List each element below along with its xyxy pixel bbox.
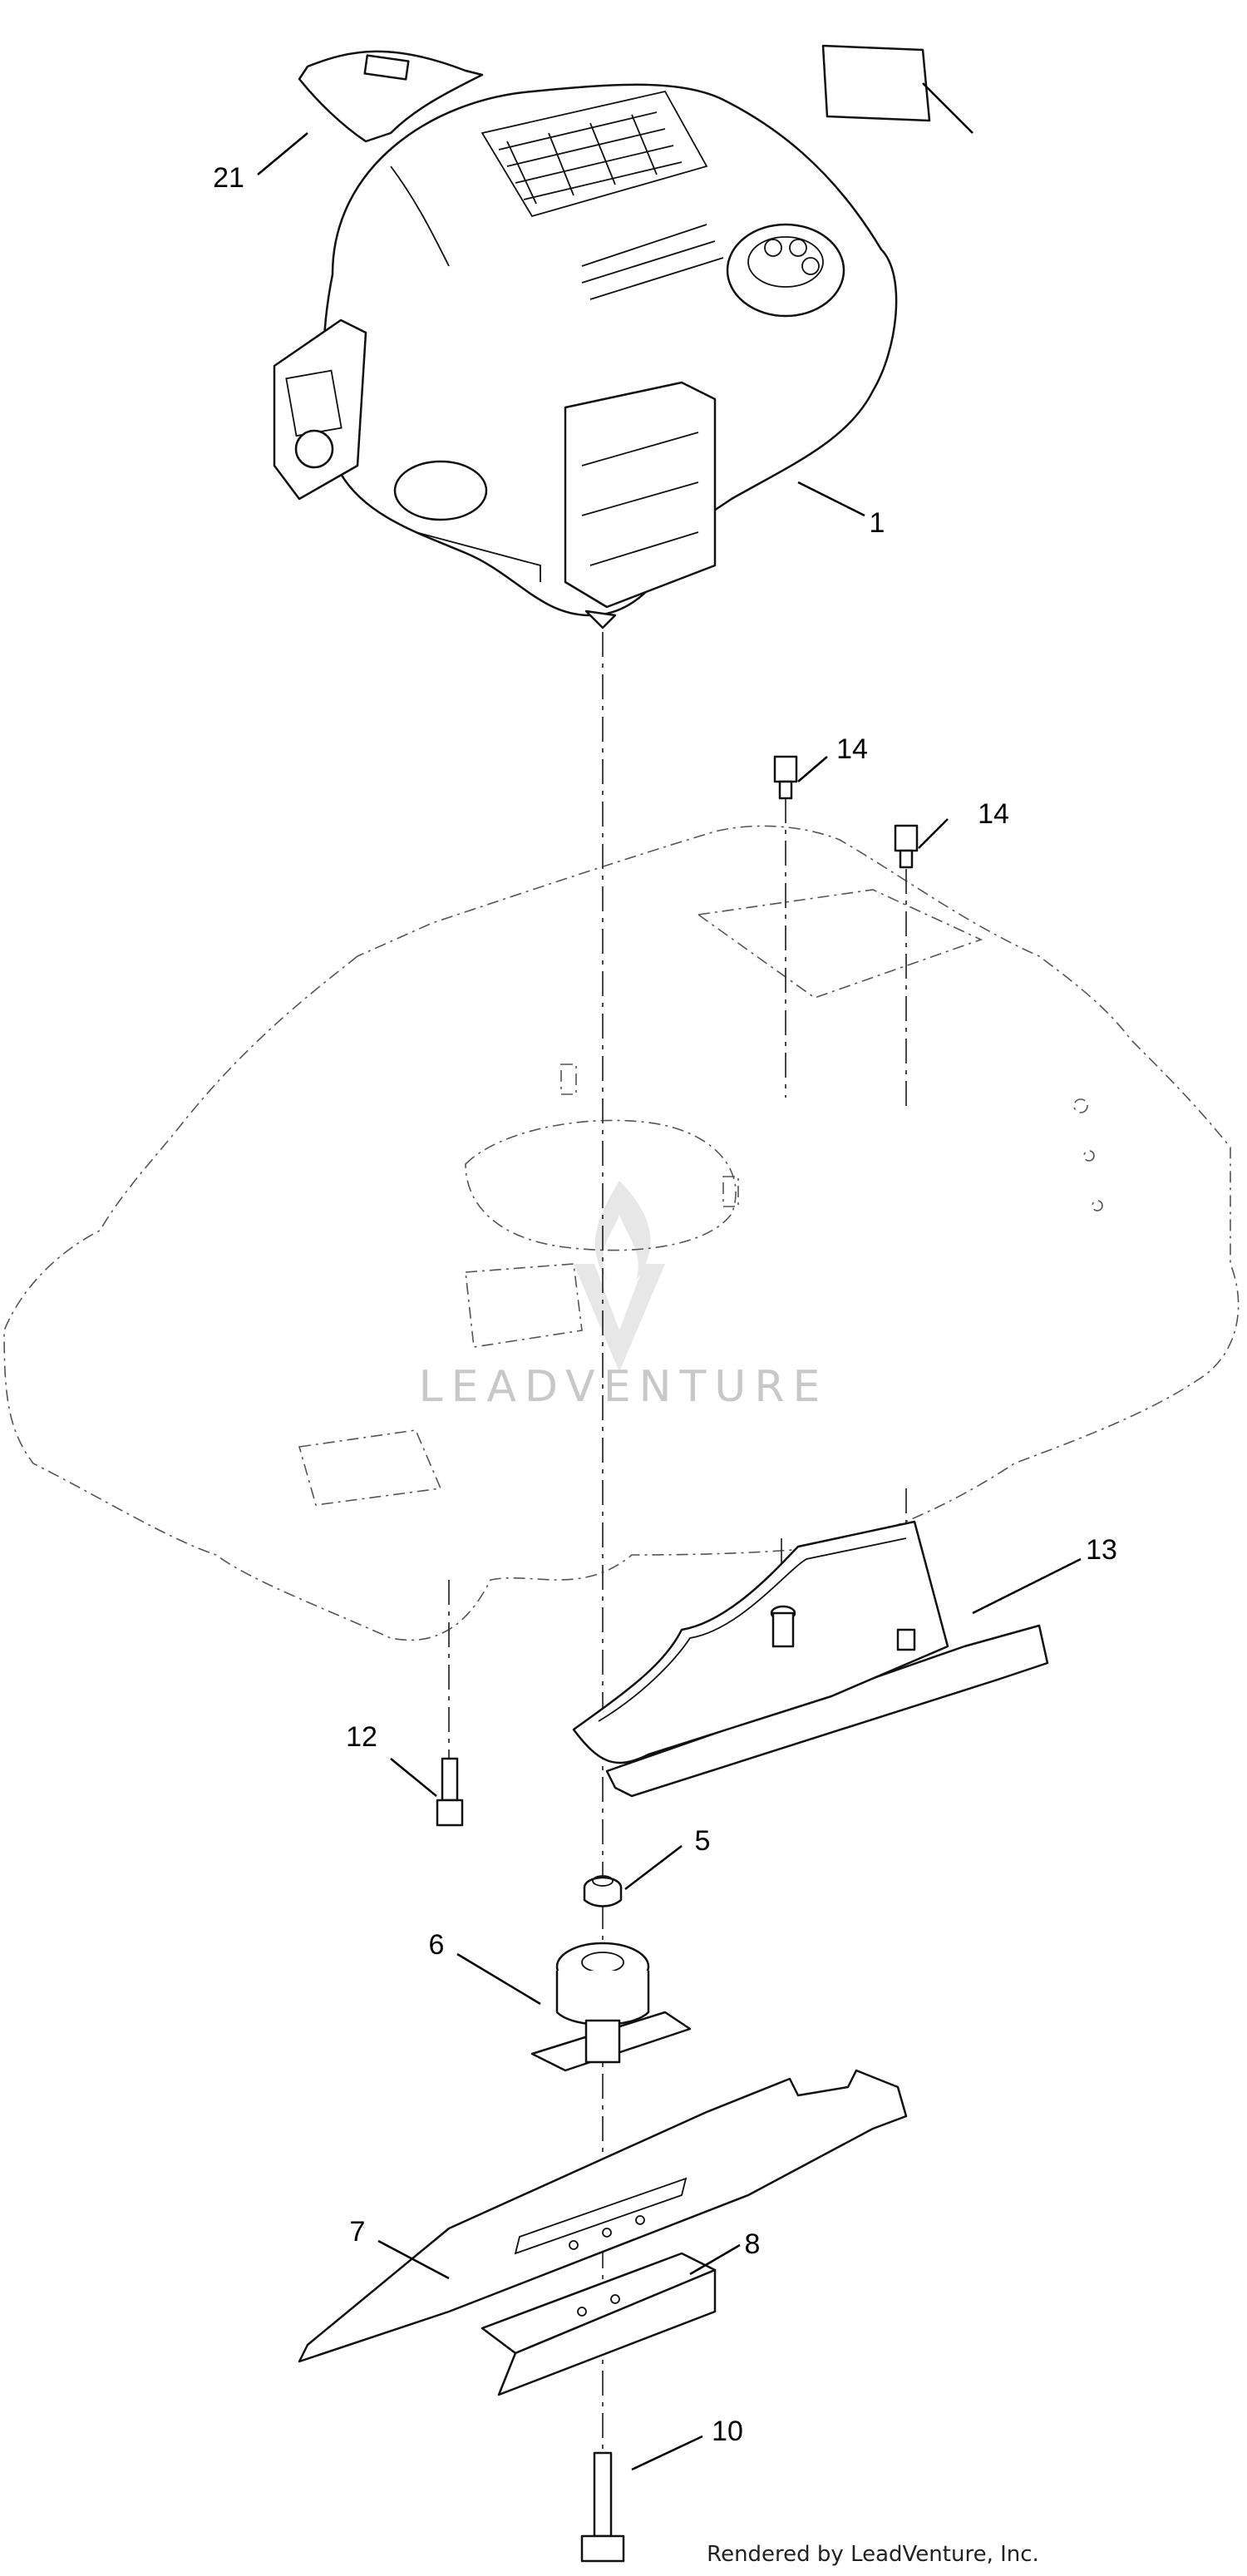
callout-7: 7 (350, 2216, 366, 2248)
callout-14b: 14 (978, 798, 1009, 830)
rendered-by-credit: Rendered by LeadVenture, Inc. (707, 2542, 1039, 2567)
watermark-text: LEADVENTURE (419, 1362, 829, 1412)
part-21-label (821, 44, 931, 122)
part-10-bolt (580, 2451, 625, 2563)
part-5-nut (583, 1875, 623, 1907)
part-13-baffle (572, 1520, 1049, 1798)
leadventure-logo-icon (574, 1181, 665, 1372)
part-14-bolt-a (773, 755, 798, 800)
mower-deck (3, 825, 1240, 1641)
part-7-blade (298, 2069, 908, 2363)
part-6-blade-adapter (530, 1942, 692, 2072)
callout-labels: 21 1 14 14 13 12 5 6 7 8 10 (213, 162, 1117, 2447)
part-20-decal (298, 50, 484, 143)
leader-lines (257, 82, 1082, 2471)
callout-20: 21 (213, 162, 244, 194)
watermark: LEADVENTURE (419, 1181, 829, 1412)
callout-8: 8 (745, 2228, 761, 2260)
callout-1: 1 (870, 507, 885, 539)
callout-6: 6 (429, 1929, 445, 1961)
part-8-stiffener (481, 2252, 717, 2396)
callout-10: 10 (712, 2416, 743, 2447)
part-12-bolt (436, 1757, 464, 1827)
part-14-bolt-b (894, 824, 919, 869)
callout-5: 5 (695, 1825, 711, 1857)
callout-13: 13 (1086, 1534, 1117, 1566)
callout-14a: 14 (836, 733, 868, 765)
callout-12: 12 (346, 1721, 377, 1753)
part-1-engine (273, 83, 898, 629)
